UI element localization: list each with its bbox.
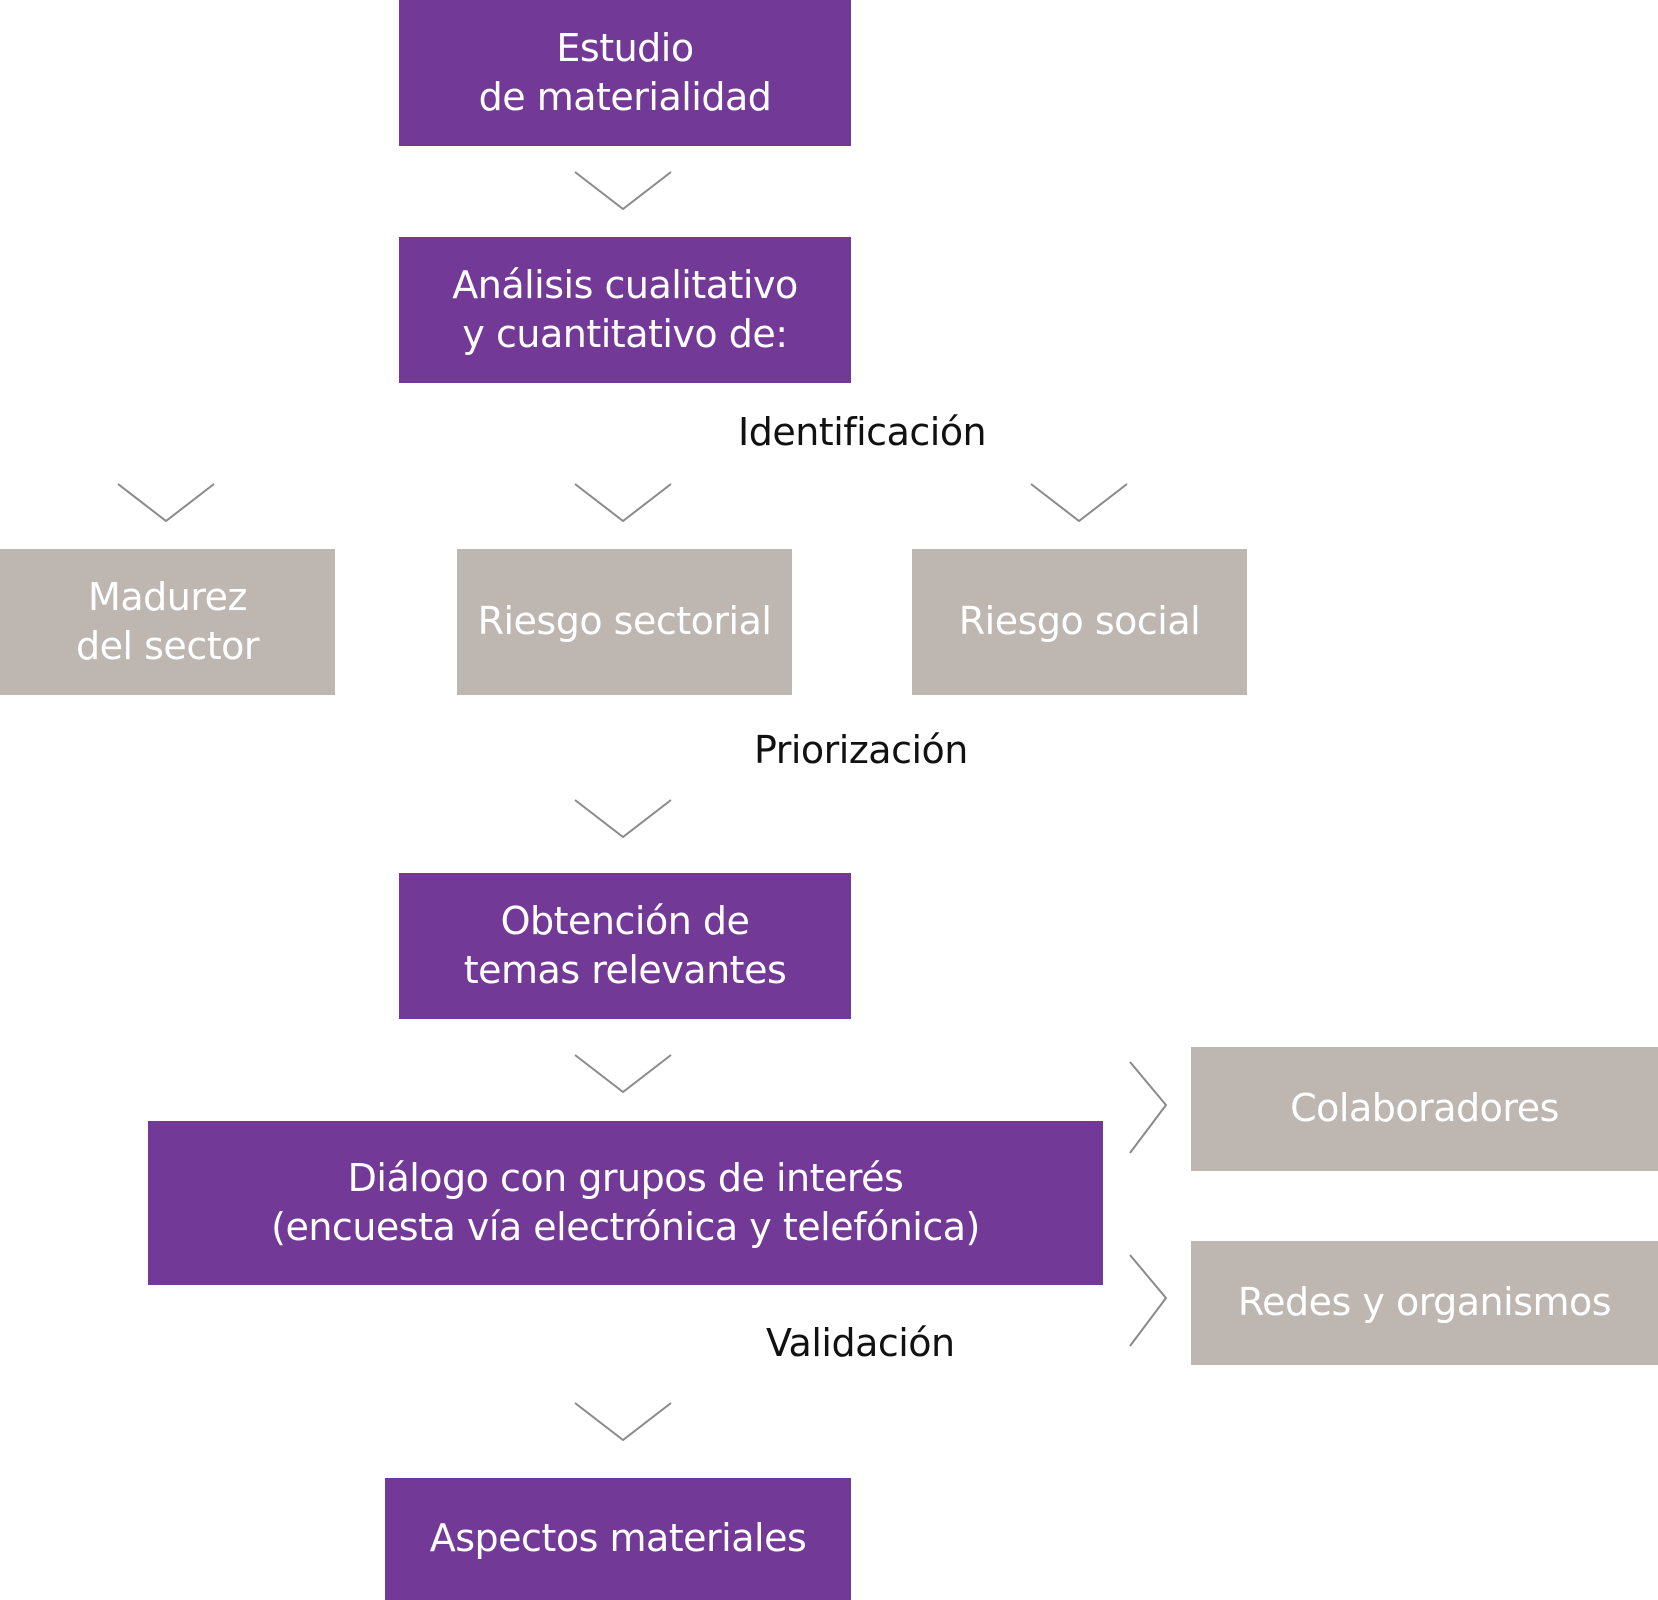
chevron-down-icon [574, 483, 672, 523]
node-colaboradores: Colaboradores [1191, 1047, 1658, 1171]
node-line: Diálogo con grupos de interés [347, 1155, 904, 1200]
node-aspectos-materiales: Aspectos materiales [385, 1478, 851, 1600]
node-line: Madurez [88, 574, 247, 619]
node-line: y cuantitativo de: [462, 312, 788, 356]
node-obtencion-de-temas: Obtención de temas relevantes [399, 873, 851, 1019]
node-line: (encuesta vía electrónica y telefónica) [271, 1205, 980, 1249]
node-line: Obtención de [500, 898, 750, 943]
node-line: temas relevantes [463, 948, 787, 992]
stage-label-priorizacion: Priorización [754, 728, 968, 772]
node-line: de materialidad [478, 75, 772, 119]
node-madurez-del-sector: Madurez del sector [0, 549, 335, 695]
node-text: Riesgo sectorial [477, 599, 772, 644]
stage-label-validacion: Validación [766, 1321, 955, 1365]
node-riesgo-social: Riesgo social [912, 549, 1247, 695]
node-analisis: Análisis cualitativo y cuantitativo de: [399, 237, 851, 383]
chevron-down-icon [574, 1402, 672, 1442]
node-text: Colaboradores [1290, 1086, 1559, 1131]
chevron-down-icon [1030, 483, 1128, 523]
chevron-down-icon [117, 483, 215, 523]
chevron-right-icon [1129, 1061, 1168, 1154]
node-line: Estudio [556, 25, 694, 70]
node-estudio-de-materialidad: Estudio de materialidad [399, 0, 851, 146]
node-dialogo-grupos-de-interes: Diálogo con grupos de interés (encuesta … [148, 1121, 1103, 1285]
node-riesgo-sectorial: Riesgo sectorial [457, 549, 792, 695]
node-redes-y-organismos: Redes y organismos [1191, 1241, 1658, 1365]
node-line: del sector [76, 624, 259, 668]
chevron-right-icon [1129, 1254, 1168, 1347]
node-line: Análisis cualitativo [452, 262, 798, 307]
node-text: Riesgo social [958, 599, 1201, 644]
chevron-down-icon [574, 799, 672, 839]
stage-label-identificacion: Identificación [738, 410, 987, 454]
chevron-down-icon [574, 1054, 672, 1094]
node-text: Aspectos materiales [429, 1516, 807, 1561]
node-text: Redes y organismos [1237, 1280, 1612, 1325]
chevron-down-icon [574, 171, 672, 211]
